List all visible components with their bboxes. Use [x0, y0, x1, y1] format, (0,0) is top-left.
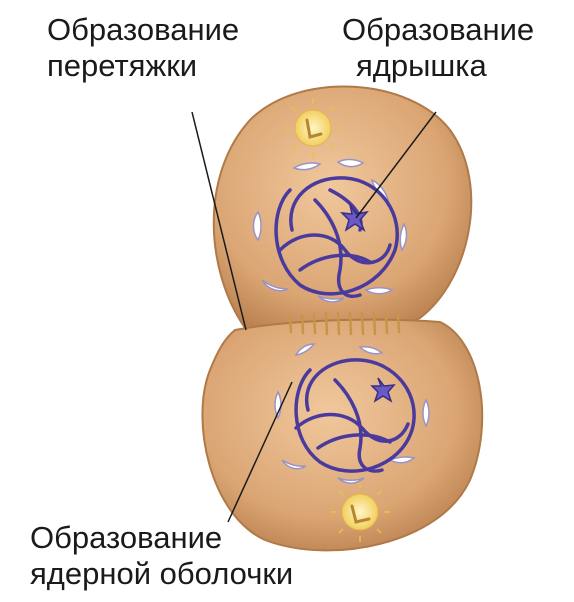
envelope-label-line2: ядерной оболочки [30, 556, 293, 592]
envelope-label-line1: Образование [30, 520, 293, 556]
nuclear-envelope-formation-label: Образование ядерной оболочки [30, 520, 293, 592]
furrow-label-line2: перетяжки [47, 48, 239, 84]
furrow-formation-label: Образование перетяжки [47, 12, 239, 84]
nucleolus-label-line2: ядрышка [342, 48, 534, 84]
nucleolus-label-line1: Образование [342, 12, 534, 48]
nucleolus-formation-label: Образование ядрышка [342, 12, 534, 84]
upper-daughter-cell [214, 86, 472, 334]
furrow-label-line1: Образование [47, 12, 239, 48]
